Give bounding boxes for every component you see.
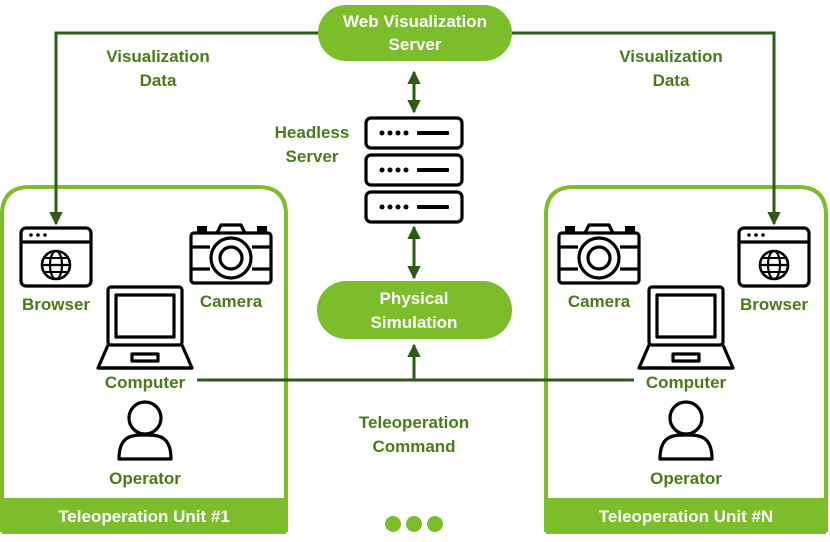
teleoperation-unit-n [544, 185, 828, 534]
viz-data-line-right [512, 31, 781, 226]
viz-data-line-left [49, 31, 318, 226]
teleop-command-label-1: Teleoperation [359, 413, 469, 432]
physical-sim-label-1: Physical [380, 289, 449, 308]
unit-1-browser-label: Browser [22, 295, 90, 314]
camera-icon [189, 223, 273, 285]
unit-1-title: Teleoperation Unit #1 [58, 507, 230, 526]
unit-n-operator-label: Operator [650, 469, 722, 488]
unit-n-browser-label: Browser [740, 295, 808, 314]
unit-n-title: Teleoperation Unit #N [599, 507, 773, 526]
viz-data-right-label-2: Data [653, 71, 690, 90]
physical-sim-label-2: Simulation [371, 313, 458, 332]
unit-1-operator-label: Operator [109, 469, 181, 488]
headless-server-label-2: Server [286, 147, 339, 166]
server-rack-icon [364, 116, 464, 224]
web-visualization-server: Web Visualization Server [318, 5, 512, 61]
viz-data-right-label-1: Visualization [619, 47, 723, 66]
web-server-label-2: Server [389, 35, 442, 54]
headless-server: Headless Server [275, 116, 464, 224]
teleoperation-unit-1 [0, 185, 288, 534]
browser-icon [737, 226, 811, 288]
connections [49, 31, 781, 382]
physical-simulation: Physical Simulation [317, 281, 512, 339]
browser-icon [19, 226, 93, 288]
viz-data-left-label-2: Data [140, 71, 177, 90]
computer-icon [96, 285, 194, 370]
camera-icon [557, 223, 641, 285]
operator-icon [658, 400, 714, 461]
unit-n-contents: Browser Camera Computer Operator Teleope… [557, 223, 811, 526]
web-server-label-1: Web Visualization [343, 12, 487, 31]
teleop-command-label-2: Command [372, 437, 455, 456]
viz-data-left-label-1: Visualization [106, 47, 210, 66]
unit-1-camera-label: Camera [200, 292, 263, 311]
computer-icon [637, 285, 735, 370]
headless-server-label-1: Headless [275, 123, 350, 142]
unit-1-contents: Browser Camera Computer Operator Teleope… [19, 223, 273, 526]
more-units-ellipsis-icon [385, 516, 443, 532]
unit-n-computer-label: Computer [646, 373, 727, 392]
unit-n-camera-label: Camera [568, 292, 631, 311]
operator-icon [117, 400, 173, 461]
unit-1-computer-label: Computer [105, 373, 186, 392]
